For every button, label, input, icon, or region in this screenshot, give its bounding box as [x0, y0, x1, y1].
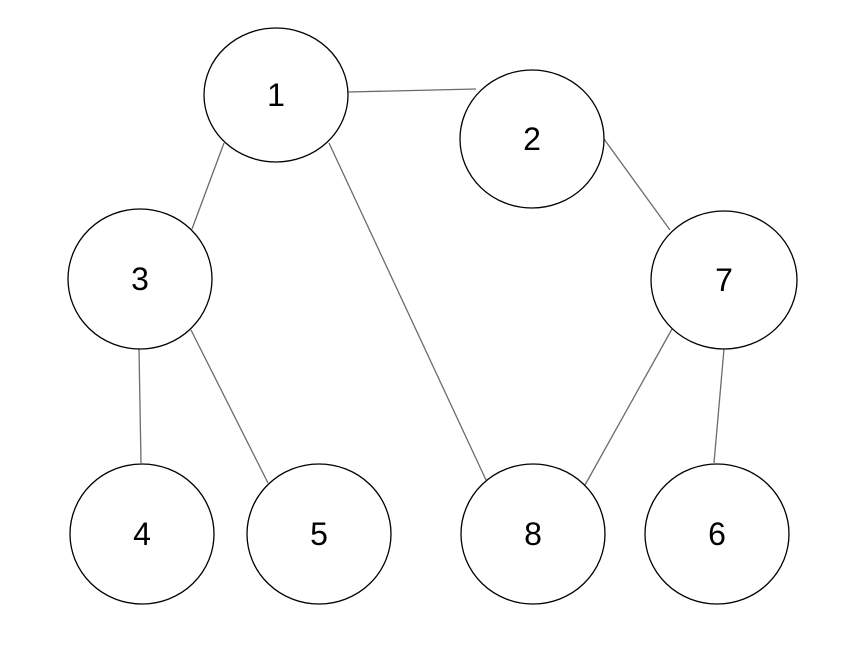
node-label-4: 4 — [133, 516, 151, 552]
edge-2-7 — [603, 138, 671, 231]
node-label-3: 3 — [131, 261, 149, 297]
node-circle-5 — [246, 463, 392, 605]
node-3: 3 — [67, 208, 213, 350]
node-circle-3 — [67, 208, 213, 350]
edges-layer — [138, 88, 725, 486]
node-circle-1 — [203, 27, 349, 163]
edge-3-4 — [138, 348, 142, 464]
node-label-7: 7 — [715, 262, 733, 298]
nodes-layer: 1 2 3 7 4 5 8 6 — [67, 27, 798, 605]
node-label-8: 8 — [524, 516, 542, 552]
node-circle-2 — [459, 69, 605, 209]
node-circle-7 — [650, 210, 798, 350]
node-2: 2 — [459, 69, 605, 209]
node-1: 1 — [203, 27, 349, 163]
node-7: 7 — [650, 210, 798, 350]
edge-7-8 — [584, 328, 673, 486]
edge-1-3 — [191, 142, 225, 230]
node-circle-8 — [460, 463, 606, 605]
node-6: 6 — [644, 463, 790, 605]
edge-1-8 — [328, 142, 487, 481]
node-label-5: 5 — [310, 516, 328, 552]
edge-3-5 — [190, 329, 269, 484]
node-5: 5 — [246, 463, 392, 605]
edge-1-2 — [347, 88, 477, 93]
node-circle-4 — [69, 463, 215, 605]
node-circle-6 — [644, 463, 790, 605]
node-4: 4 — [69, 463, 215, 605]
edge-7-6 — [713, 348, 725, 464]
node-8: 8 — [460, 463, 606, 605]
node-label-2: 2 — [523, 121, 541, 157]
node-label-1: 1 — [267, 77, 285, 113]
node-label-6: 6 — [708, 516, 726, 552]
